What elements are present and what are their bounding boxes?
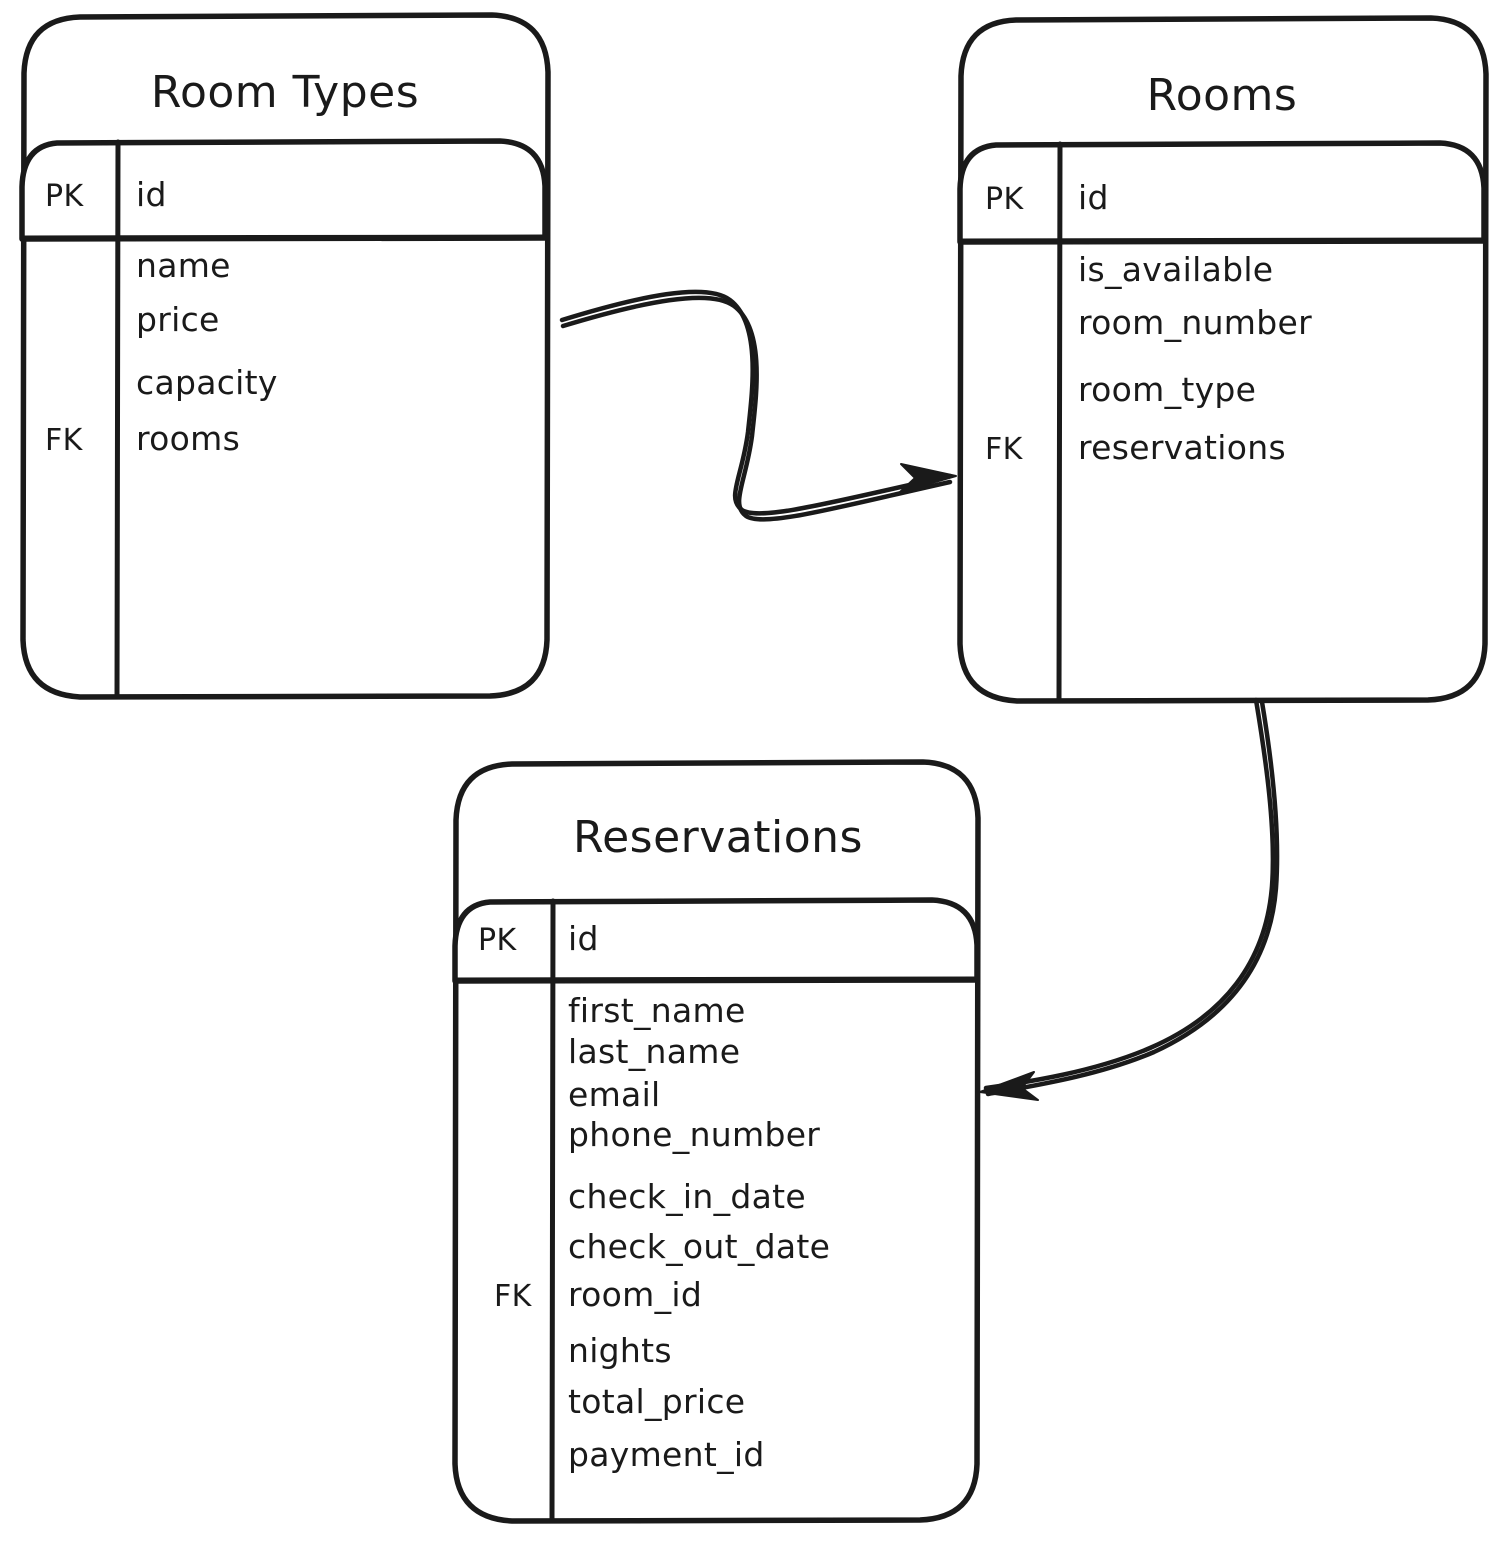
arrowhead-rooms <box>899 463 957 493</box>
reservations-pk-label: PK <box>478 923 517 958</box>
reservations-field-1: last_name <box>568 1032 740 1071</box>
rooms-field-3: reservations <box>1078 428 1286 467</box>
rooms-field-1: room_number <box>1078 303 1312 342</box>
reservations-fk-label: FK <box>494 1279 533 1314</box>
rooms-header-separator <box>957 237 1488 244</box>
room-types-field-0: name <box>136 246 231 285</box>
room-types-pk-label: PK <box>45 179 84 214</box>
room-types-title: Room Types <box>151 67 419 118</box>
reservations-field-6: room_id <box>568 1275 702 1314</box>
reservations-key-divider <box>549 898 556 1523</box>
room-types-fk-label: FK <box>45 423 84 458</box>
room-types-pk-row <box>19 138 548 242</box>
connector-rooms-reservations-stroke-a <box>983 697 1276 1091</box>
room-types-key-divider <box>114 139 121 699</box>
connector-roomtypes-rooms-stroke-b <box>560 295 953 522</box>
reservations-field-5: check_out_date <box>568 1227 830 1266</box>
reservations-header-separator <box>452 976 981 983</box>
arrowhead-reservations <box>979 1071 1039 1101</box>
room-types-field-2: capacity <box>136 363 278 402</box>
reservations-field-8: total_price <box>568 1382 745 1421</box>
room-types-field-3: rooms <box>136 419 240 458</box>
reservations-field-3: phone_number <box>568 1115 820 1154</box>
relationship-rooms-to-reservations[interactable] <box>979 697 1280 1101</box>
reservations-pk-field: id <box>568 919 599 958</box>
connector-roomtypes-rooms-stroke-a <box>559 289 953 516</box>
reservations-field-2: email <box>568 1075 661 1114</box>
room-types-header-separator <box>19 234 549 241</box>
room-types-field-1: price <box>136 300 220 339</box>
reservations-title: Reservations <box>573 812 863 863</box>
reservations-pk-row <box>452 897 980 984</box>
room-types-pk-field: id <box>136 175 167 214</box>
reservations-field-9: payment_id <box>568 1435 765 1474</box>
entity-rooms[interactable]: Rooms PK id FK is_available room_number … <box>957 15 1489 704</box>
rooms-pk-label: PK <box>985 182 1024 217</box>
rooms-field-0: is_available <box>1078 250 1273 289</box>
rooms-fk-label: FK <box>985 432 1024 467</box>
rooms-field-2: room_type <box>1078 370 1256 409</box>
rooms-pk-row <box>957 140 1487 245</box>
reservations-field-4: check_in_date <box>568 1177 806 1216</box>
connector-rooms-reservations-stroke-b <box>985 699 1280 1097</box>
rooms-title: Rooms <box>1147 70 1298 121</box>
reservations-field-7: nights <box>568 1331 672 1370</box>
rooms-pk-field: id <box>1078 178 1109 217</box>
rooms-key-divider <box>1056 141 1063 703</box>
entity-reservations[interactable]: Reservations PK id FK first_name last_na… <box>452 759 981 1524</box>
entity-room-types[interactable]: Room Types PK id FK name price capacity … <box>19 12 551 700</box>
reservations-field-0: first_name <box>568 991 746 1030</box>
relationship-roomtypes-to-rooms[interactable] <box>559 289 957 522</box>
